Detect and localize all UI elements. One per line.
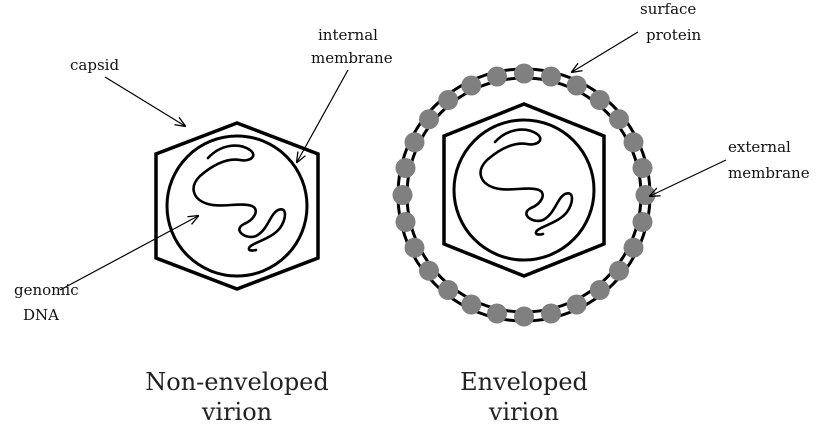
surface-protein-dot — [393, 185, 413, 205]
arrow-capsid — [105, 77, 185, 126]
non-enveloped-virion — [156, 123, 318, 289]
caption-enveloped-line2: virion — [488, 398, 559, 426]
surface-protein-dot — [396, 212, 416, 232]
surface-protein-dot — [590, 280, 610, 300]
surface-protein-dot — [624, 132, 644, 152]
external-membrane-outer — [398, 69, 650, 321]
surface-protein-dot — [405, 132, 425, 152]
label-surface-protein-line1: surface — [640, 0, 696, 18]
arrow-internal-membrane — [297, 70, 348, 162]
surface-protein-dot — [487, 67, 507, 87]
surface-protein-dot — [438, 280, 458, 300]
surface-protein-dot — [609, 261, 629, 281]
surface-protein-dot — [609, 109, 629, 129]
label-internal-membrane-line2: membrane — [311, 49, 393, 67]
surface-protein-dot — [541, 67, 561, 87]
label-external-membrane-line1: external — [728, 138, 791, 156]
caption-enveloped-line1: Enveloped — [460, 368, 588, 396]
surface-protein-dot — [405, 238, 425, 258]
surface-protein-dot — [633, 158, 653, 178]
arrow-surface-protein — [572, 32, 638, 72]
genomic-dna-strand — [194, 146, 285, 251]
surface-protein-dot — [419, 261, 439, 281]
surface-protein-dot — [487, 304, 507, 324]
genomic-dna-strand-enveloped — [481, 130, 572, 235]
surface-protein-dot — [633, 212, 653, 232]
surface-protein-dot — [624, 238, 644, 258]
label-internal-membrane-line1: internal — [318, 26, 378, 44]
label-capsid: capsid — [70, 56, 119, 74]
surface-protein-dot — [567, 295, 587, 315]
surface-protein-dot — [514, 307, 534, 327]
surface-protein-dot — [514, 64, 534, 84]
caption-non-enveloped-line1: Non-enveloped — [145, 368, 329, 396]
caption-non-enveloped-line2: virion — [201, 398, 272, 426]
surface-protein-dot — [567, 76, 587, 96]
surface-protein-dot — [438, 90, 458, 110]
enveloped-virion — [393, 64, 656, 327]
label-surface-protein-line2: protein — [646, 26, 702, 44]
surface-protein-dot — [590, 90, 610, 110]
arrow-external-membrane — [650, 160, 726, 196]
label-external-membrane-line2: membrane — [728, 164, 810, 182]
label-genomic-dna-line2: DNA — [23, 306, 59, 324]
surface-protein-dot — [461, 76, 481, 96]
arrow-genomic-dna — [60, 216, 198, 290]
surface-protein-dot — [541, 304, 561, 324]
surface-protein-dot — [396, 158, 416, 178]
surface-protein-dot — [461, 295, 481, 315]
surface-protein-dot — [419, 109, 439, 129]
label-genomic-dna-line1: genomic — [14, 281, 79, 299]
